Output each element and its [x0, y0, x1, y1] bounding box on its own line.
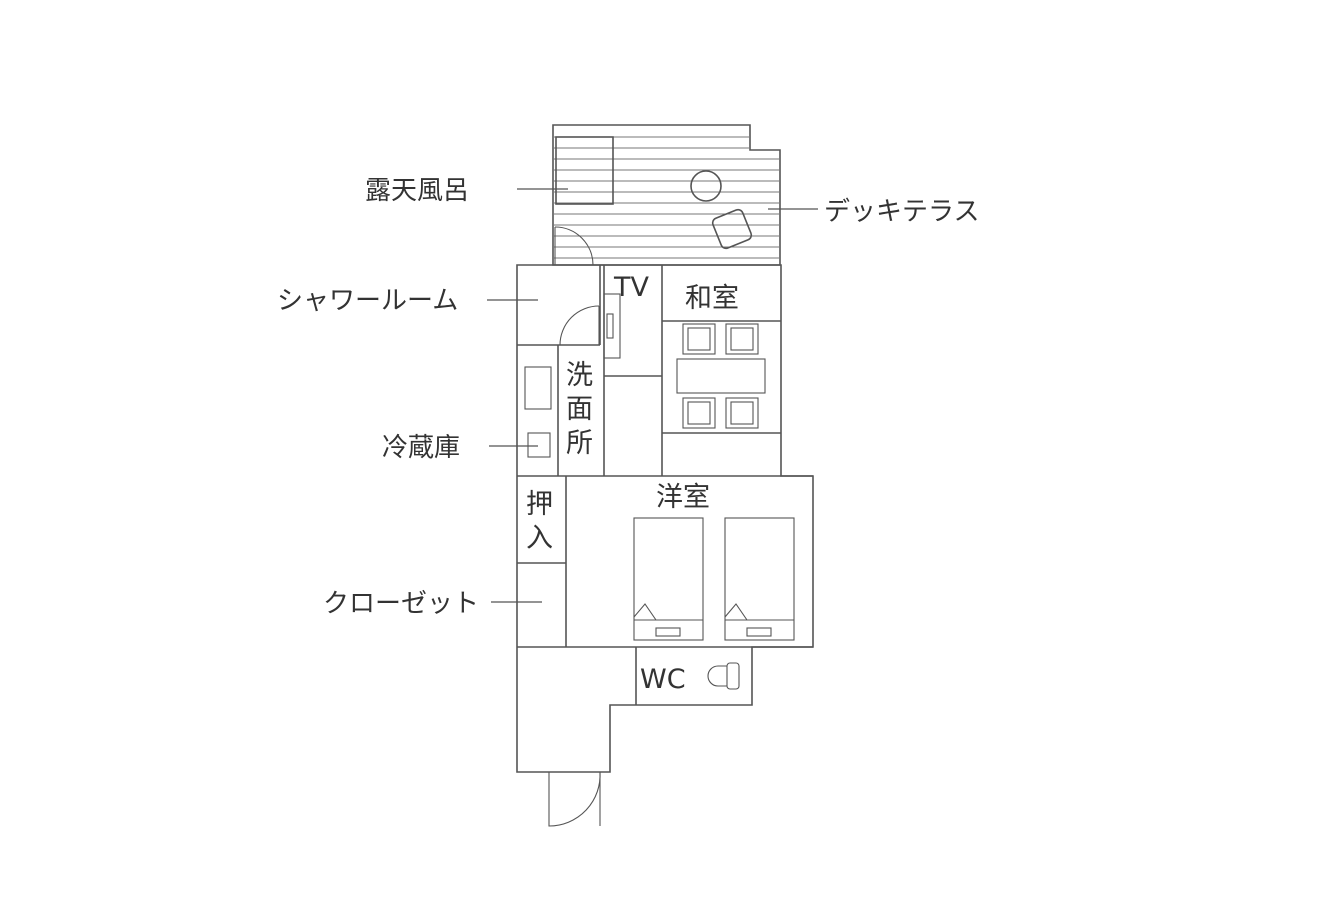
- room-label-senmenjo: 所: [566, 428, 593, 459]
- callout-shower-room: シャワールーム: [277, 286, 538, 316]
- deck-table-icon: [690, 170, 722, 202]
- deck-door: [554, 226, 594, 266]
- tv-stand-icon: [603, 293, 621, 359]
- fridge-area: [524, 345, 559, 476]
- zaisu-icon: [725, 323, 759, 355]
- senmenjo-area: [603, 265, 663, 476]
- bed: [724, 517, 795, 641]
- bed: [633, 517, 704, 641]
- room-label-wc: WC: [640, 664, 686, 695]
- zaisu-icon: [682, 397, 716, 429]
- callout-label-deck-terrace: デッキテラス: [824, 197, 979, 227]
- room-label-senmenjo: 面: [566, 394, 593, 425]
- storage-column: [517, 475, 813, 648]
- tv-icon: [606, 313, 614, 339]
- callout-deck-terrace: デッキテラス: [768, 197, 979, 227]
- room-label-oshiire: 押: [526, 489, 553, 520]
- rotenburo-tub: [555, 136, 614, 205]
- low-table-icon: [676, 358, 766, 394]
- zaisu-icon: [725, 397, 759, 429]
- callout-closet: クローゼット: [323, 589, 542, 619]
- counter-icon: [524, 366, 552, 410]
- room-label-tv: TV: [613, 272, 649, 303]
- deck-chair-icon: [711, 208, 753, 250]
- room-label-oshiire: 入: [526, 523, 553, 554]
- callout-label-shower-room: シャワールーム: [277, 286, 458, 316]
- wc-room: [635, 647, 740, 705]
- callout-rotenburo: 露天風呂: [365, 176, 568, 206]
- callout-label-closet: クローゼット: [323, 589, 479, 619]
- callout-reizoko: 冷蔵庫: [382, 433, 538, 463]
- callout-label-reizoko: 冷蔵庫: [382, 433, 460, 463]
- entrance-door: [548, 771, 601, 827]
- room-label-washitsu: 和室: [685, 283, 739, 314]
- room-label-youshitsu: 洋室: [656, 482, 710, 513]
- toilet-icon: [707, 665, 727, 687]
- room-label-senmenjo: 洗: [566, 360, 593, 391]
- zaisu-icon: [682, 323, 716, 355]
- shower-room: [517, 265, 601, 346]
- washitsu: [662, 320, 781, 434]
- callout-label-rotenburo: 露天風呂: [365, 176, 469, 206]
- reizoko-icon: [527, 432, 551, 458]
